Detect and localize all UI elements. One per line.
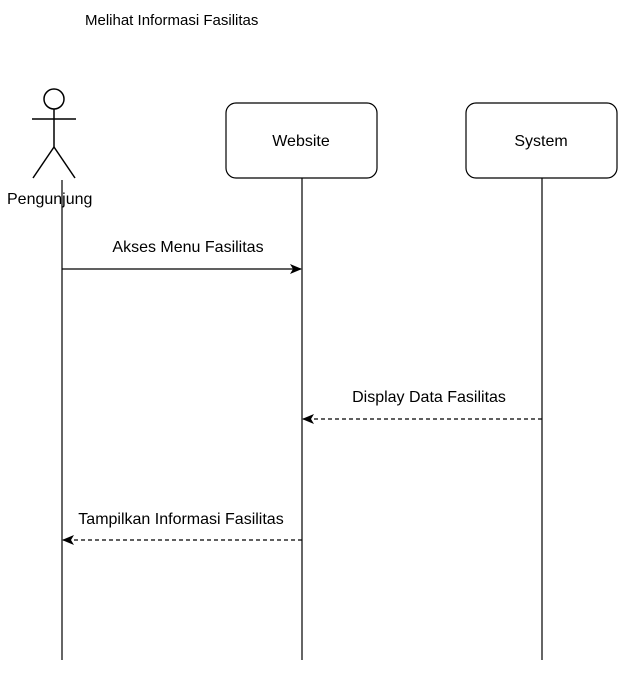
- message-label: Tampilkan Informasi Fasilitas: [78, 511, 283, 528]
- participant-label: System: [514, 133, 567, 150]
- actor-label: Pengunjung: [7, 191, 92, 208]
- participant-system: System: [465, 102, 618, 179]
- message-akses-menu-fasilitas: Akses Menu Fasilitas: [62, 239, 302, 274]
- message-label: Display Data Fasilitas: [352, 389, 506, 406]
- message-display-data-fasilitas: Display Data Fasilitas: [302, 389, 542, 424]
- participant-website: Website: [225, 102, 378, 179]
- diagram-title: Melihat Informasi Fasilitas: [85, 12, 258, 29]
- participant-box: [465, 102, 618, 179]
- participant-box: [225, 102, 378, 179]
- participant-label: Website: [272, 133, 330, 150]
- message-label: Akses Menu Fasilitas: [112, 239, 263, 256]
- message-tampilkan-informasi-fasilitas: Tampilkan Informasi Fasilitas: [62, 511, 302, 545]
- actor-stick-figure-icon: [32, 88, 76, 179]
